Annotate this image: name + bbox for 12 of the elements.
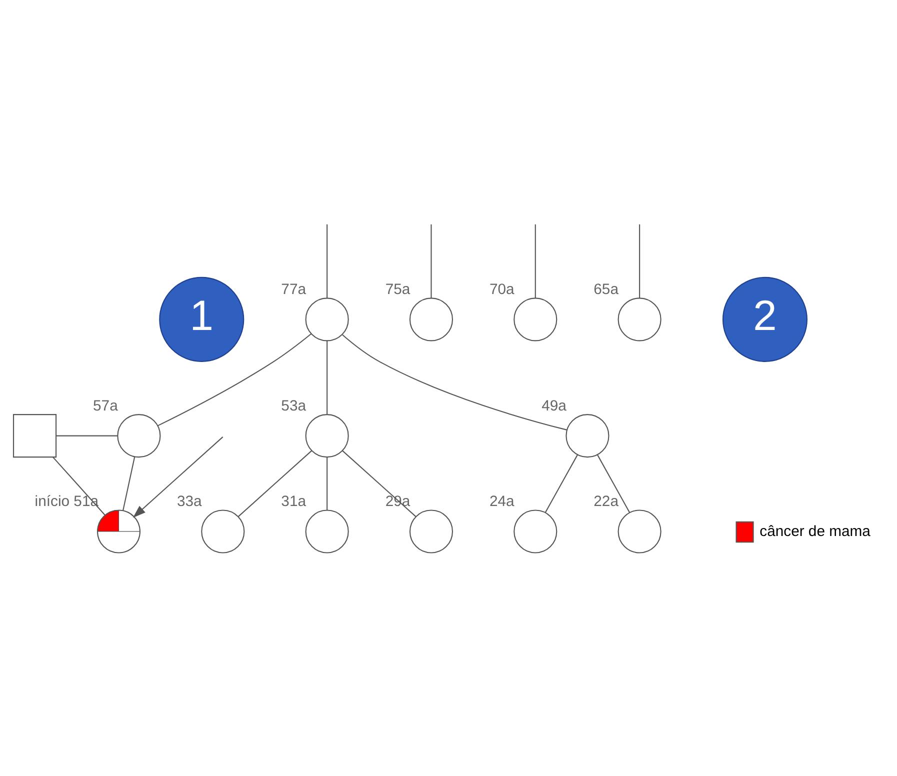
node-label: 49a (542, 398, 566, 415)
legend-label: câncer de mama (760, 524, 870, 540)
node-label: 75a (385, 282, 410, 298)
node-label: 24a (489, 494, 514, 510)
node-label: 77a (281, 282, 306, 298)
node-label: 31a (281, 494, 306, 510)
node-label: 22a (594, 494, 618, 510)
node-label: 33a (177, 494, 202, 510)
node-label: 65a (594, 282, 618, 298)
node-label: 53a (281, 398, 306, 415)
node-label: 70a (489, 282, 514, 298)
node-label: 57a (93, 398, 118, 415)
